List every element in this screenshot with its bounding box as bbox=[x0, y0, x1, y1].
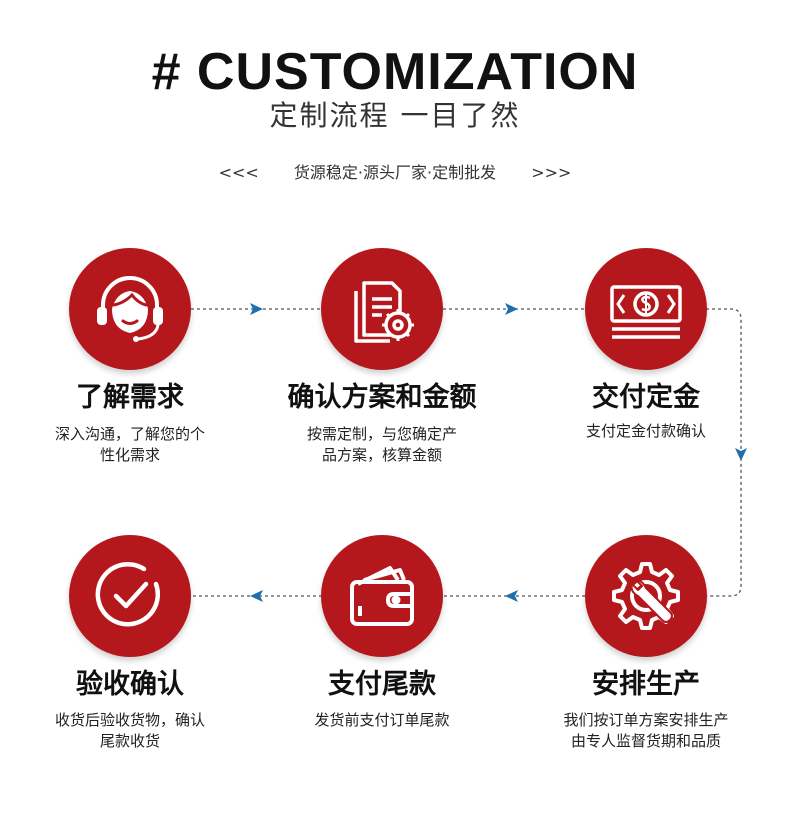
step-5-circle bbox=[321, 535, 443, 657]
tagline-text: 货源稳定·源头厂家·定制批发 bbox=[293, 163, 497, 182]
arrow-2-3 bbox=[505, 303, 518, 315]
step-5-desc-line1: 发货前支付订单尾款 bbox=[314, 711, 450, 729]
connector-3-4 bbox=[706, 308, 742, 597]
arrow-1-2 bbox=[250, 303, 263, 315]
headset-agent-icon bbox=[97, 276, 163, 342]
step-1-desc-line1: 深入沟通，了解您的个 bbox=[54, 425, 205, 443]
gear-wrench-icon bbox=[612, 562, 680, 630]
step-6-circle bbox=[69, 535, 191, 657]
step-4-desc-line2: 由专人监督货期和品质 bbox=[570, 732, 721, 750]
arrow-5-6 bbox=[250, 590, 263, 602]
step-2-circle bbox=[321, 248, 443, 370]
page-subtitle: 定制流程 一目了然 bbox=[269, 99, 521, 132]
page-title: # CUSTOMIZATION bbox=[151, 43, 639, 101]
arrow-4-5 bbox=[505, 590, 518, 602]
document-gear-icon bbox=[354, 281, 414, 343]
step-3-desc-line1: 支付定金付款确认 bbox=[585, 422, 706, 440]
step-2-desc-line1: 按需定制，与您确定产 bbox=[306, 425, 457, 443]
tagline-left-arrows: <<< bbox=[218, 163, 259, 182]
arrow-3-4 bbox=[735, 448, 747, 461]
step-4-title: 安排生产 bbox=[592, 669, 700, 700]
step-1-title: 了解需求 bbox=[76, 382, 184, 413]
step-1-circle bbox=[69, 248, 191, 370]
step-5-title: 支付尾款 bbox=[328, 669, 436, 700]
step-6-desc-line2: 尾款收货 bbox=[99, 732, 160, 750]
check-circle-icon bbox=[95, 562, 161, 627]
step-6-desc-line1: 收货后验收货物，确认 bbox=[54, 711, 205, 729]
step-6-title: 验收确认 bbox=[76, 669, 184, 700]
step-2-title: 确认方案和金额 bbox=[287, 382, 477, 413]
step-1-desc-line2: 性化需求 bbox=[99, 446, 160, 464]
step-3-circle bbox=[585, 248, 707, 370]
wallet-icon bbox=[350, 566, 414, 626]
step-3-title: 交付定金 bbox=[592, 382, 700, 413]
banknote-dollar-icon bbox=[610, 285, 682, 339]
step-4-circle bbox=[585, 535, 707, 657]
tagline: <<< 货源稳定·源头厂家·定制批发 >>> bbox=[0, 162, 790, 184]
step-2-desc-line2: 品方案，核算金额 bbox=[321, 446, 442, 464]
tagline-right-arrows: >>> bbox=[531, 163, 572, 182]
step-4-desc-line1: 我们按订单方案安排生产 bbox=[563, 711, 729, 729]
